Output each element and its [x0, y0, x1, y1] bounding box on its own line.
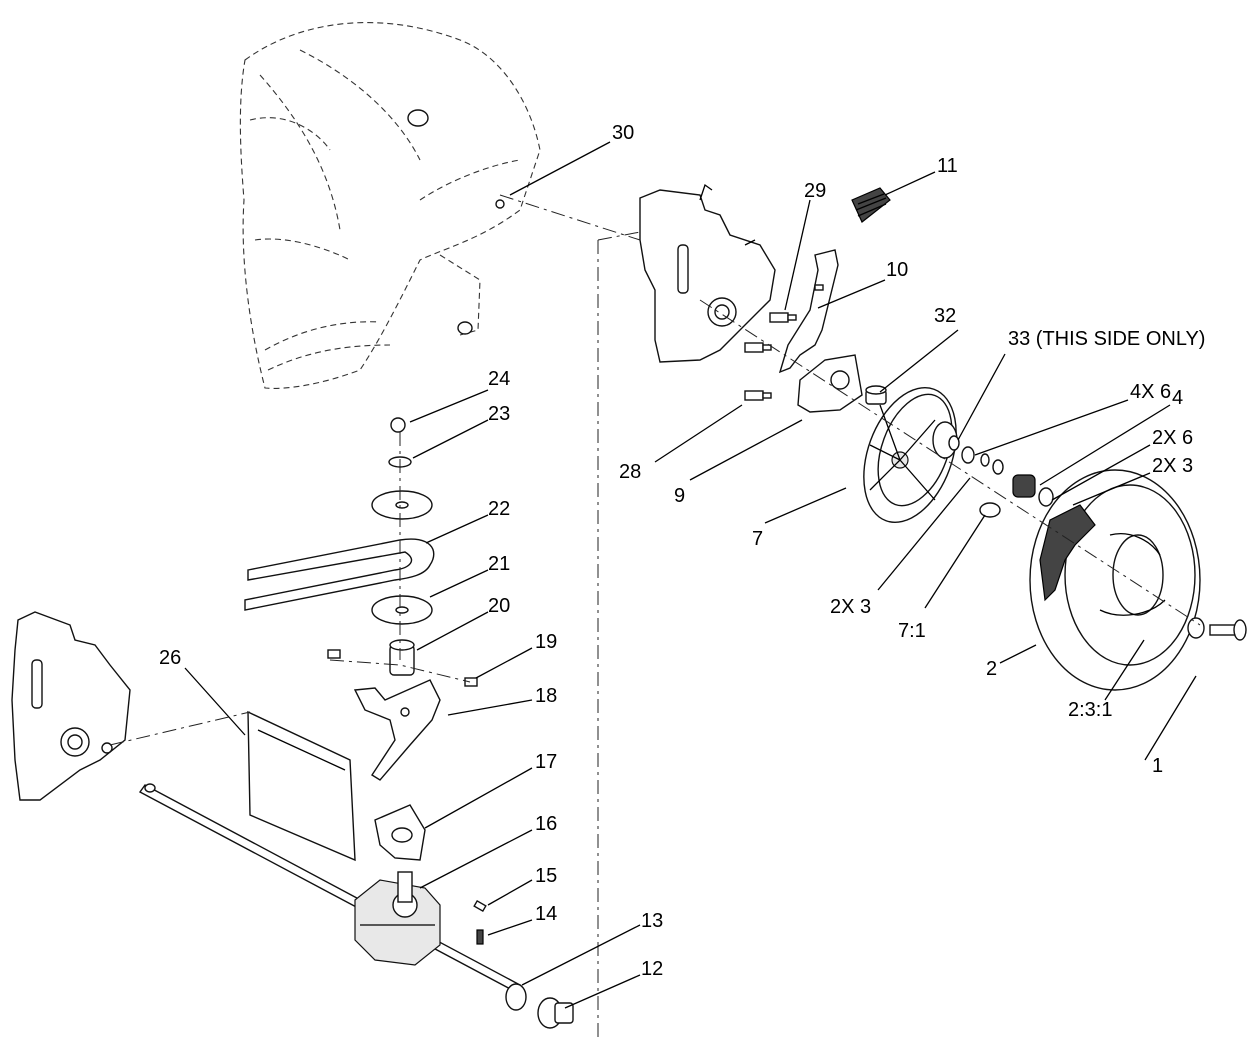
- callout-26: 26: [159, 647, 181, 669]
- callout-15: 15: [535, 865, 557, 887]
- axle-bolt: [1187, 617, 1247, 641]
- leader-lines: [184, 141, 1197, 1009]
- side-plate-left: [11, 611, 131, 801]
- callout-10: 10: [886, 259, 908, 281]
- callout-4: 4: [1172, 387, 1183, 409]
- callout-16: 16: [535, 813, 557, 835]
- wheel-tire: [1029, 469, 1201, 691]
- callout-21: 21: [488, 553, 510, 575]
- transmission: [354, 871, 441, 966]
- alignment-lines: [109, 194, 1201, 1040]
- callout-19: 19: [535, 631, 557, 653]
- callout-2: 2: [986, 658, 997, 680]
- callout-23: 23: [488, 403, 510, 425]
- callout-17: 17: [535, 751, 557, 773]
- callout-20: 20: [488, 595, 510, 617]
- callout-9: 9: [674, 485, 685, 507]
- transmission-bracket: [327, 649, 478, 861]
- callout-32: 32: [934, 305, 956, 327]
- pinion-hardware: [473, 899, 574, 1029]
- wheel-hub: [863, 386, 958, 524]
- mower-housing: [239, 22, 541, 389]
- lever-knob: [851, 187, 891, 223]
- baffle-plate: [247, 710, 356, 862]
- wheel-bracket: [797, 354, 863, 413]
- callout-11: 11: [937, 155, 958, 177]
- callout-2x3-upper: 2X 3: [1152, 455, 1193, 477]
- callout-33: 33 (THIS SIDE ONLY): [1008, 328, 1205, 350]
- bolts-upper: [744, 312, 797, 401]
- callout-2-3-1: 2:3:1: [1068, 699, 1112, 721]
- spacer: [865, 385, 887, 405]
- callout-13: 13: [641, 910, 663, 932]
- belt-pulley-assembly: [244, 417, 435, 676]
- callout-28: 28: [619, 461, 641, 483]
- height-adjust-lever: [778, 249, 839, 374]
- callout-2x6: 2X 6: [1152, 427, 1193, 449]
- callout-14: 14: [535, 903, 557, 925]
- side-plate-right: [639, 183, 776, 363]
- callout-4x6: 4X 6: [1130, 381, 1171, 403]
- callout-18: 18: [535, 685, 557, 707]
- callout-7: 7: [752, 528, 763, 550]
- callout-1: 1: [1152, 755, 1163, 777]
- callout-2x3-lower: 2X 3: [830, 596, 871, 618]
- callout-24: 24: [488, 368, 510, 390]
- callout-labels: 1 2 2:3:1 4 4X 6 2X 6 2X 3 2X 3 7 7:1 9 …: [159, 122, 1205, 980]
- callout-12: 12: [641, 958, 663, 980]
- callout-29: 29: [804, 180, 826, 202]
- callout-30: 30: [612, 122, 634, 144]
- callout-22: 22: [488, 498, 510, 520]
- callout-7-1: 7:1: [898, 620, 926, 642]
